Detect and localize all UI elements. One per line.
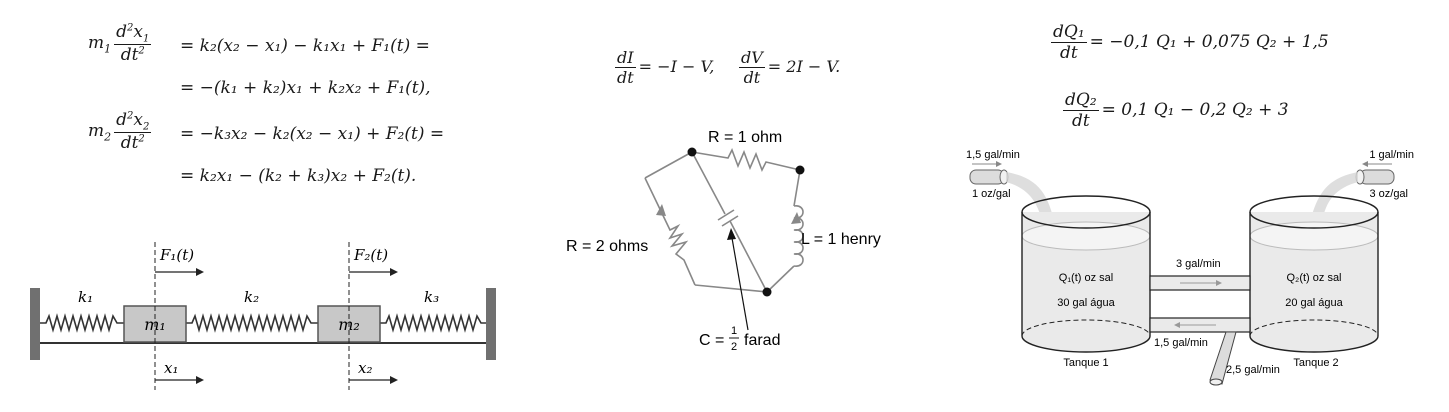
left-wall — [30, 288, 40, 360]
c-label-num: 1 — [731, 325, 737, 337]
inflow-pipe-1 — [969, 169, 1005, 185]
tank1-volume-label: 30 gal água — [1057, 297, 1115, 309]
circuit-eq2-rhs: = 2I − V. — [767, 57, 841, 76]
spring-k2 — [186, 313, 318, 333]
mixing-tanks-diagram: 1,5 gal/min 1 oz/gal 1 gal/min 3 oz/gal … — [966, 149, 1414, 386]
r1-label: R = 1 ohm — [708, 129, 782, 146]
circuit-eq1-rhs: = −I − V, — [638, 57, 715, 76]
outflow-pipe-mouth — [1209, 378, 1223, 386]
inflow-stream-2 — [1310, 172, 1358, 222]
x1-arrowhead — [196, 376, 204, 384]
wire-cap-c — [729, 220, 768, 293]
inflow2-conc-label: 3 oz/gal — [1369, 188, 1408, 200]
node-bottom — [762, 287, 772, 297]
rlc-circuit-diagram: R = 1 ohm R = 2 ohms L = 1 henry C = 1 2… — [566, 129, 881, 353]
tank2-name-label: Tanque 2 — [1293, 357, 1338, 369]
resistor-2ohms — [644, 177, 696, 286]
inflow-arrowhead-2 — [1362, 161, 1368, 167]
di-numerator: dI — [615, 48, 636, 68]
dq1-numerator: dQ₁ — [1051, 22, 1087, 43]
spring-k1 — [40, 313, 124, 333]
pipe-bottom-label: 1,5 gal/min — [1154, 337, 1208, 349]
x2-label: x₂ — [358, 359, 372, 377]
pipe-top-label: 3 gal/min — [1176, 258, 1221, 270]
tank2-bottom-hidden — [1249, 319, 1379, 337]
current-arrow-left — [656, 204, 666, 216]
spring-eq2-line2: = k₂x₁ − (k₂ + k₃)x₂ + F₂(t). — [180, 166, 417, 186]
tank2-water-surface — [1249, 221, 1379, 251]
wire-bottom — [694, 284, 768, 293]
capacitor-plate-1 — [717, 209, 735, 221]
spring-mass-diagram: m₁ m₂ F₁(t) F₂(t) x₁ x₂ k₁ k₂ k₃ — [30, 242, 496, 390]
tank2-volume-label: 20 gal água — [1285, 297, 1343, 309]
wire-b-l — [793, 169, 801, 207]
c-label-den: 2 — [731, 341, 737, 353]
resistor-1ohm — [691, 148, 801, 172]
right-wall — [486, 288, 496, 360]
inflow-pipe-2 — [1359, 169, 1395, 185]
spring-k3 — [380, 313, 486, 333]
x2-arrowhead — [390, 376, 398, 384]
tank2-bottom — [1249, 335, 1379, 353]
k1-label: k₁ — [78, 288, 93, 306]
outflow-label: 2,5 gal/min — [1226, 364, 1280, 376]
tank1-bottom — [1021, 335, 1151, 353]
outflow-pipe — [1209, 331, 1237, 385]
node-top-right — [795, 165, 805, 175]
spring-eq1-line2: = −(k₁ + k₂)x₁ + k₂x₂ + F₁(t), — [180, 78, 431, 98]
tank-eq2-rhs: = 0,1 Q₁ − 0,2 Q₂ + 3 — [1101, 100, 1289, 120]
dt-denominator-1: dt — [617, 68, 634, 87]
c-label-unit: farad — [744, 332, 780, 349]
inflow1-conc-label: 1 oz/gal — [972, 188, 1011, 200]
dv-numerator: dV — [739, 48, 765, 68]
tank-eq1-rhs: = −0,1 Q₁ + 0,075 Q₂ + 1,5 — [1089, 32, 1329, 52]
dt-denominator-3: dt — [1059, 43, 1078, 63]
c-label-prefix: C = — [699, 332, 724, 349]
capacitor-pointer-head — [727, 228, 736, 240]
spring-eq1-line1: = k₂(x₂ − x₁) − k₁x₁ + F₁(t) = — [180, 36, 430, 56]
x1-label: x₁ — [164, 359, 178, 377]
inflow2-rate-label: 1 gal/min — [1369, 149, 1414, 161]
node-top-left — [687, 147, 697, 157]
tank1-water-surface — [1021, 221, 1151, 251]
dt-denominator-4: dt — [1071, 111, 1090, 131]
tank1-name-label: Tanque 1 — [1063, 357, 1108, 369]
l-label: L = 1 henry — [801, 231, 881, 248]
r2-label: R = 2 ohms — [566, 238, 648, 255]
inflow-arrowhead-1 — [996, 161, 1002, 167]
wire-a-cap — [691, 151, 726, 215]
dq2-numerator: dQ₂ — [1063, 90, 1099, 111]
wire-l-c — [766, 265, 795, 293]
tank2-salt-label: Q₂(t) oz sal — [1287, 272, 1342, 284]
f1-label: F₁(t) — [159, 246, 194, 264]
inflow1-rate-label: 1,5 gal/min — [966, 149, 1020, 161]
f1-arrowhead — [196, 268, 204, 276]
k3-label: k₃ — [424, 288, 439, 306]
tank1-salt-label: Q₁(t) oz sal — [1059, 272, 1113, 284]
capacitor-pointer — [731, 237, 749, 331]
wire-a-left — [644, 151, 693, 179]
current-arrow-right — [791, 212, 801, 224]
spring-eq2-line1: = −k₃x₂ − k₂(x₂ − x₁) + F₂(t) = — [180, 124, 445, 144]
k2-label: k₂ — [244, 288, 259, 306]
pipe-bottom-arrowhead — [1174, 322, 1180, 328]
dt-denominator-2: dt — [743, 68, 761, 87]
tank1-bottom-hidden — [1021, 319, 1151, 337]
f2-label: F₂(t) — [353, 246, 388, 264]
pipe-top-arrowhead — [1216, 280, 1222, 286]
f2-arrowhead — [390, 268, 398, 276]
